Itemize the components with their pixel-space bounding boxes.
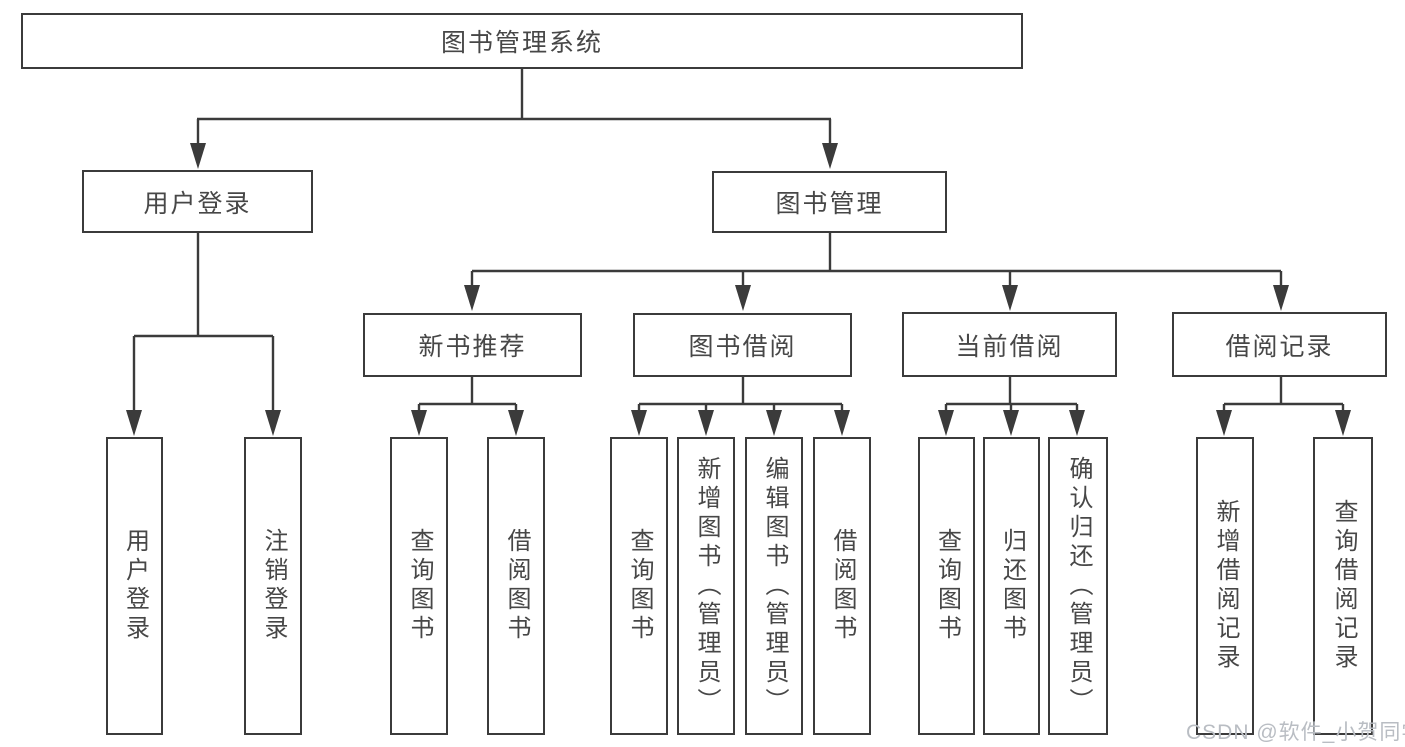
leaf-edit-book-admin-label: 编辑图书（管理员） [761, 455, 788, 717]
node-borrow-records: 借阅记录 [1172, 312, 1387, 377]
node-root-label: 图书管理系统 [440, 29, 603, 57]
leaf-add-book-admin-label: 新增图书（管理员） [693, 455, 720, 717]
node-current-borrowing: 当前借阅 [902, 312, 1117, 377]
node-root: 图书管理系统 [21, 13, 1023, 69]
leaf-add-borrow-record-label: 新增借阅记录 [1212, 499, 1239, 673]
node-user-login: 用户登录 [82, 170, 313, 233]
node-current-borrowing-label: 当前借阅 [955, 332, 1064, 361]
csdn-watermark: CSDN @软件_小贺同学 [1186, 721, 1405, 744]
node-book-management: 图书管理 [712, 171, 947, 233]
leaf-borrowing-borrow-book: 借阅图书 [813, 437, 871, 735]
leaf-current-query-book: 查询图书 [918, 437, 975, 735]
leaf-borrowing-query-book-label: 查询图书 [626, 528, 653, 644]
leaf-recommend-query-book: 查询图书 [390, 437, 448, 735]
leaf-user-login-label: 用户登录 [121, 528, 149, 644]
leaf-borrowing-borrow-book-label: 借阅图书 [829, 528, 856, 644]
leaf-edit-book-admin: 编辑图书（管理员） [745, 437, 803, 735]
leaf-logout-login-label: 注销登录 [260, 528, 287, 644]
leaf-add-book-admin: 新增图书（管理员） [677, 437, 735, 735]
node-borrow-records-label: 借阅记录 [1225, 332, 1334, 361]
leaf-user-login: 用户登录 [106, 437, 163, 735]
leaf-add-borrow-record: 新增借阅记录 [1196, 437, 1254, 735]
leaf-query-borrow-record-label: 查询借阅记录 [1330, 499, 1357, 673]
leaf-query-borrow-record: 查询借阅记录 [1313, 437, 1373, 735]
node-user-login-label: 用户登录 [143, 189, 252, 218]
leaf-confirm-return-admin-label: 确认归还（管理员） [1065, 455, 1092, 717]
leaf-recommend-borrow-book-label: 借阅图书 [503, 528, 530, 644]
node-new-book-recommendation: 新书推荐 [363, 313, 582, 377]
leaf-return-book-label: 归还图书 [998, 528, 1026, 644]
leaf-current-query-book-label: 查询图书 [933, 528, 961, 644]
leaf-recommend-query-book-label: 查询图书 [406, 528, 433, 644]
leaf-borrowing-query-book: 查询图书 [610, 437, 668, 735]
leaf-logout-login: 注销登录 [244, 437, 302, 735]
node-book-borrowing: 图书借阅 [633, 313, 852, 377]
node-new-book-recommendation-label: 新书推荐 [418, 333, 527, 361]
node-book-borrowing-label: 图书借阅 [688, 333, 797, 361]
leaf-recommend-borrow-book: 借阅图书 [487, 437, 545, 735]
leaf-confirm-return-admin: 确认归还（管理员） [1048, 437, 1108, 735]
node-book-management-label: 图书管理 [775, 190, 884, 218]
leaf-return-book: 归还图书 [983, 437, 1040, 735]
